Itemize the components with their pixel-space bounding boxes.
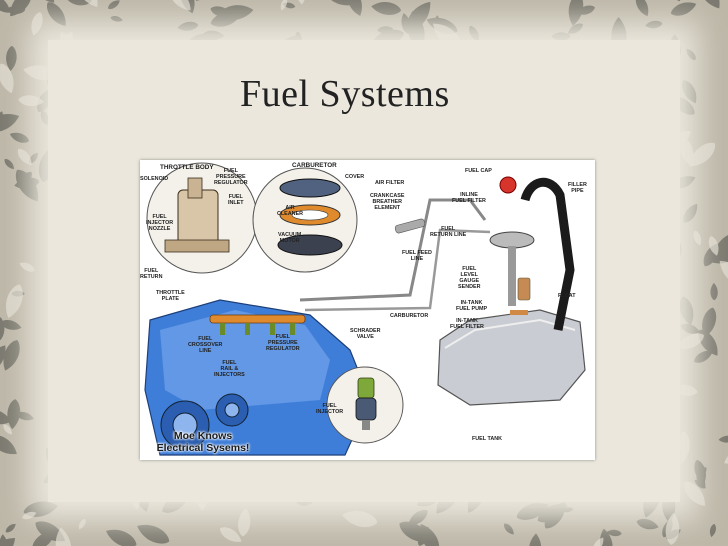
label-solenoid: SOLENOID bbox=[140, 176, 169, 182]
label-fuel-return-left: FUEL RETURN bbox=[140, 268, 163, 280]
label-schrader-valve: SCHRADER VALVE bbox=[350, 328, 381, 340]
label-fuel-pressure-regulator-low: FUEL PRESSURE REGULATOR bbox=[266, 334, 300, 352]
fuel-rail bbox=[209, 314, 306, 324]
label-fuel-pressure-regulator-top: FUEL PRESSURE REGULATOR bbox=[214, 168, 248, 186]
fuel-system-diagram: THROTTLE BODY CARBURETOR SOLENOID FUEL P… bbox=[140, 160, 595, 460]
label-filler-pipe: FILLER PIPE bbox=[568, 182, 587, 194]
label-fuel-rail-injectors: FUEL RAIL & INJECTORS bbox=[214, 360, 245, 378]
label-fuel-cap: FUEL CAP bbox=[465, 168, 492, 174]
label-fuel-crossover-line: FUEL CROSSOVER LINE bbox=[188, 336, 223, 354]
label-fuel-feed-line: FUEL FEED LINE bbox=[402, 250, 432, 262]
label-in-tank-fuel-filter: IN-TANK FUEL FILTER bbox=[450, 318, 484, 330]
label-inline-fuel-filter: INLINE FUEL FILTER bbox=[452, 192, 486, 204]
diagram-illustration bbox=[144, 162, 586, 456]
fuel-cap-shape bbox=[499, 176, 517, 194]
label-in-tank-fuel-pump: IN-TANK FUEL PUMP bbox=[456, 300, 488, 312]
label-fuel-injector: FUEL INJECTOR bbox=[316, 403, 344, 415]
label-air-cleaner: AIR CLEANER bbox=[277, 205, 304, 217]
label-carburetor: CARBURETOR bbox=[292, 162, 337, 169]
label-fuel-return-line: FUEL RETURN LINE bbox=[430, 226, 467, 238]
watermark-text: Moe Knows Electrical Sysems! bbox=[156, 430, 250, 454]
label-vacuum-motor: VACUUM MOTOR bbox=[278, 232, 302, 244]
label-fuel-injector-nozzle: FUEL INJECTOR NOZZLE bbox=[146, 214, 174, 232]
label-fuel-inlet: FUEL INLET bbox=[228, 194, 244, 206]
label-throttle-body: THROTTLE BODY bbox=[160, 164, 214, 171]
label-float: FLOAT bbox=[558, 293, 576, 299]
fuel-tank-shape bbox=[437, 309, 586, 406]
label-fuel-tank: FUEL TANK bbox=[472, 436, 503, 442]
label-carburetor-lower: CARBURETOR bbox=[390, 313, 429, 319]
label-throttle-plate: THROTTLE PLATE bbox=[156, 290, 185, 302]
label-air-filter: AIR FILTER bbox=[375, 180, 405, 186]
slide-title: Fuel Systems bbox=[240, 73, 450, 115]
label-cover: COVER bbox=[345, 174, 365, 180]
label-crankcase-breather: CRANKCASE BREATHER ELEMENT bbox=[370, 193, 405, 211]
label-fuel-level-gauge-sender: FUEL LEVEL GAUGE SENDER bbox=[458, 266, 481, 290]
